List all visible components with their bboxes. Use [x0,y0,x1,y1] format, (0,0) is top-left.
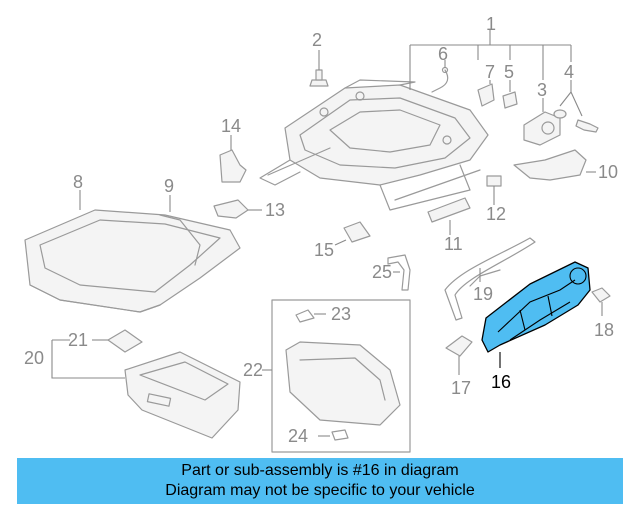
bolt-part-2 [309,69,329,87]
callout-7: 7 [485,62,495,82]
callout-1: 1 [486,14,496,34]
callout-17: 17 [451,378,471,398]
callout-2: 2 [312,30,322,50]
callout-24: 24 [288,426,308,446]
callout-23: 23 [331,304,351,324]
bracket-part-14 [219,149,247,183]
callout-4: 4 [564,62,574,82]
tray-part-20 [124,351,241,439]
callout-11: 11 [444,234,463,254]
caption-banner: Part or sub-assembly is #16 in diagram D… [17,458,623,504]
callout-20: 20 [24,348,44,368]
part-17 [445,335,473,357]
seat-frame-part [259,79,489,211]
callout-19: 19 [473,284,493,304]
parts-diagram: 1 2 3 4 5 6 7 8 9 10 11 12 13 14 15 16 1… [24,14,618,453]
part-13 [213,199,249,219]
caption-line-1: Part or sub-assembly is #16 in diagram [181,462,459,479]
clip-part-18 [591,287,611,303]
callout-10: 10 [598,162,618,182]
callout-21: 21 [68,330,88,350]
callout-15: 15 [314,240,334,260]
part-12 [486,175,502,187]
seat-cushion-part-8 [24,209,241,313]
callout-12: 12 [486,204,506,224]
callout-14: 14 [221,116,241,136]
cable-part-6 [431,66,449,93]
highlighted-part-16 [481,261,591,353]
sub-assembly-box-22 [271,299,411,453]
callout-3: 3 [537,80,547,100]
callout-6: 6 [438,44,448,64]
bolt-part-4 [553,109,599,133]
bracket-part-25 [387,254,411,291]
part-15 [343,221,371,243]
bracket-part-10 [513,149,587,181]
caption-line-2: Diagram may not be specific to your vehi… [165,482,475,499]
callout-8: 8 [73,172,83,192]
clip-part-7 [477,83,495,107]
callout-5: 5 [504,62,514,82]
callout-16: 16 [491,372,511,392]
pad-part-21 [107,329,143,353]
callout-22: 22 [243,360,263,380]
callout-13: 13 [265,200,285,220]
callout-25: 25 [372,262,392,282]
callout-18: 18 [594,320,614,340]
clip-part-5 [502,91,518,109]
part-9 [159,214,201,266]
motor-part-3 [523,111,561,146]
cover-part-11 [427,197,471,223]
callout-9: 9 [164,176,174,196]
